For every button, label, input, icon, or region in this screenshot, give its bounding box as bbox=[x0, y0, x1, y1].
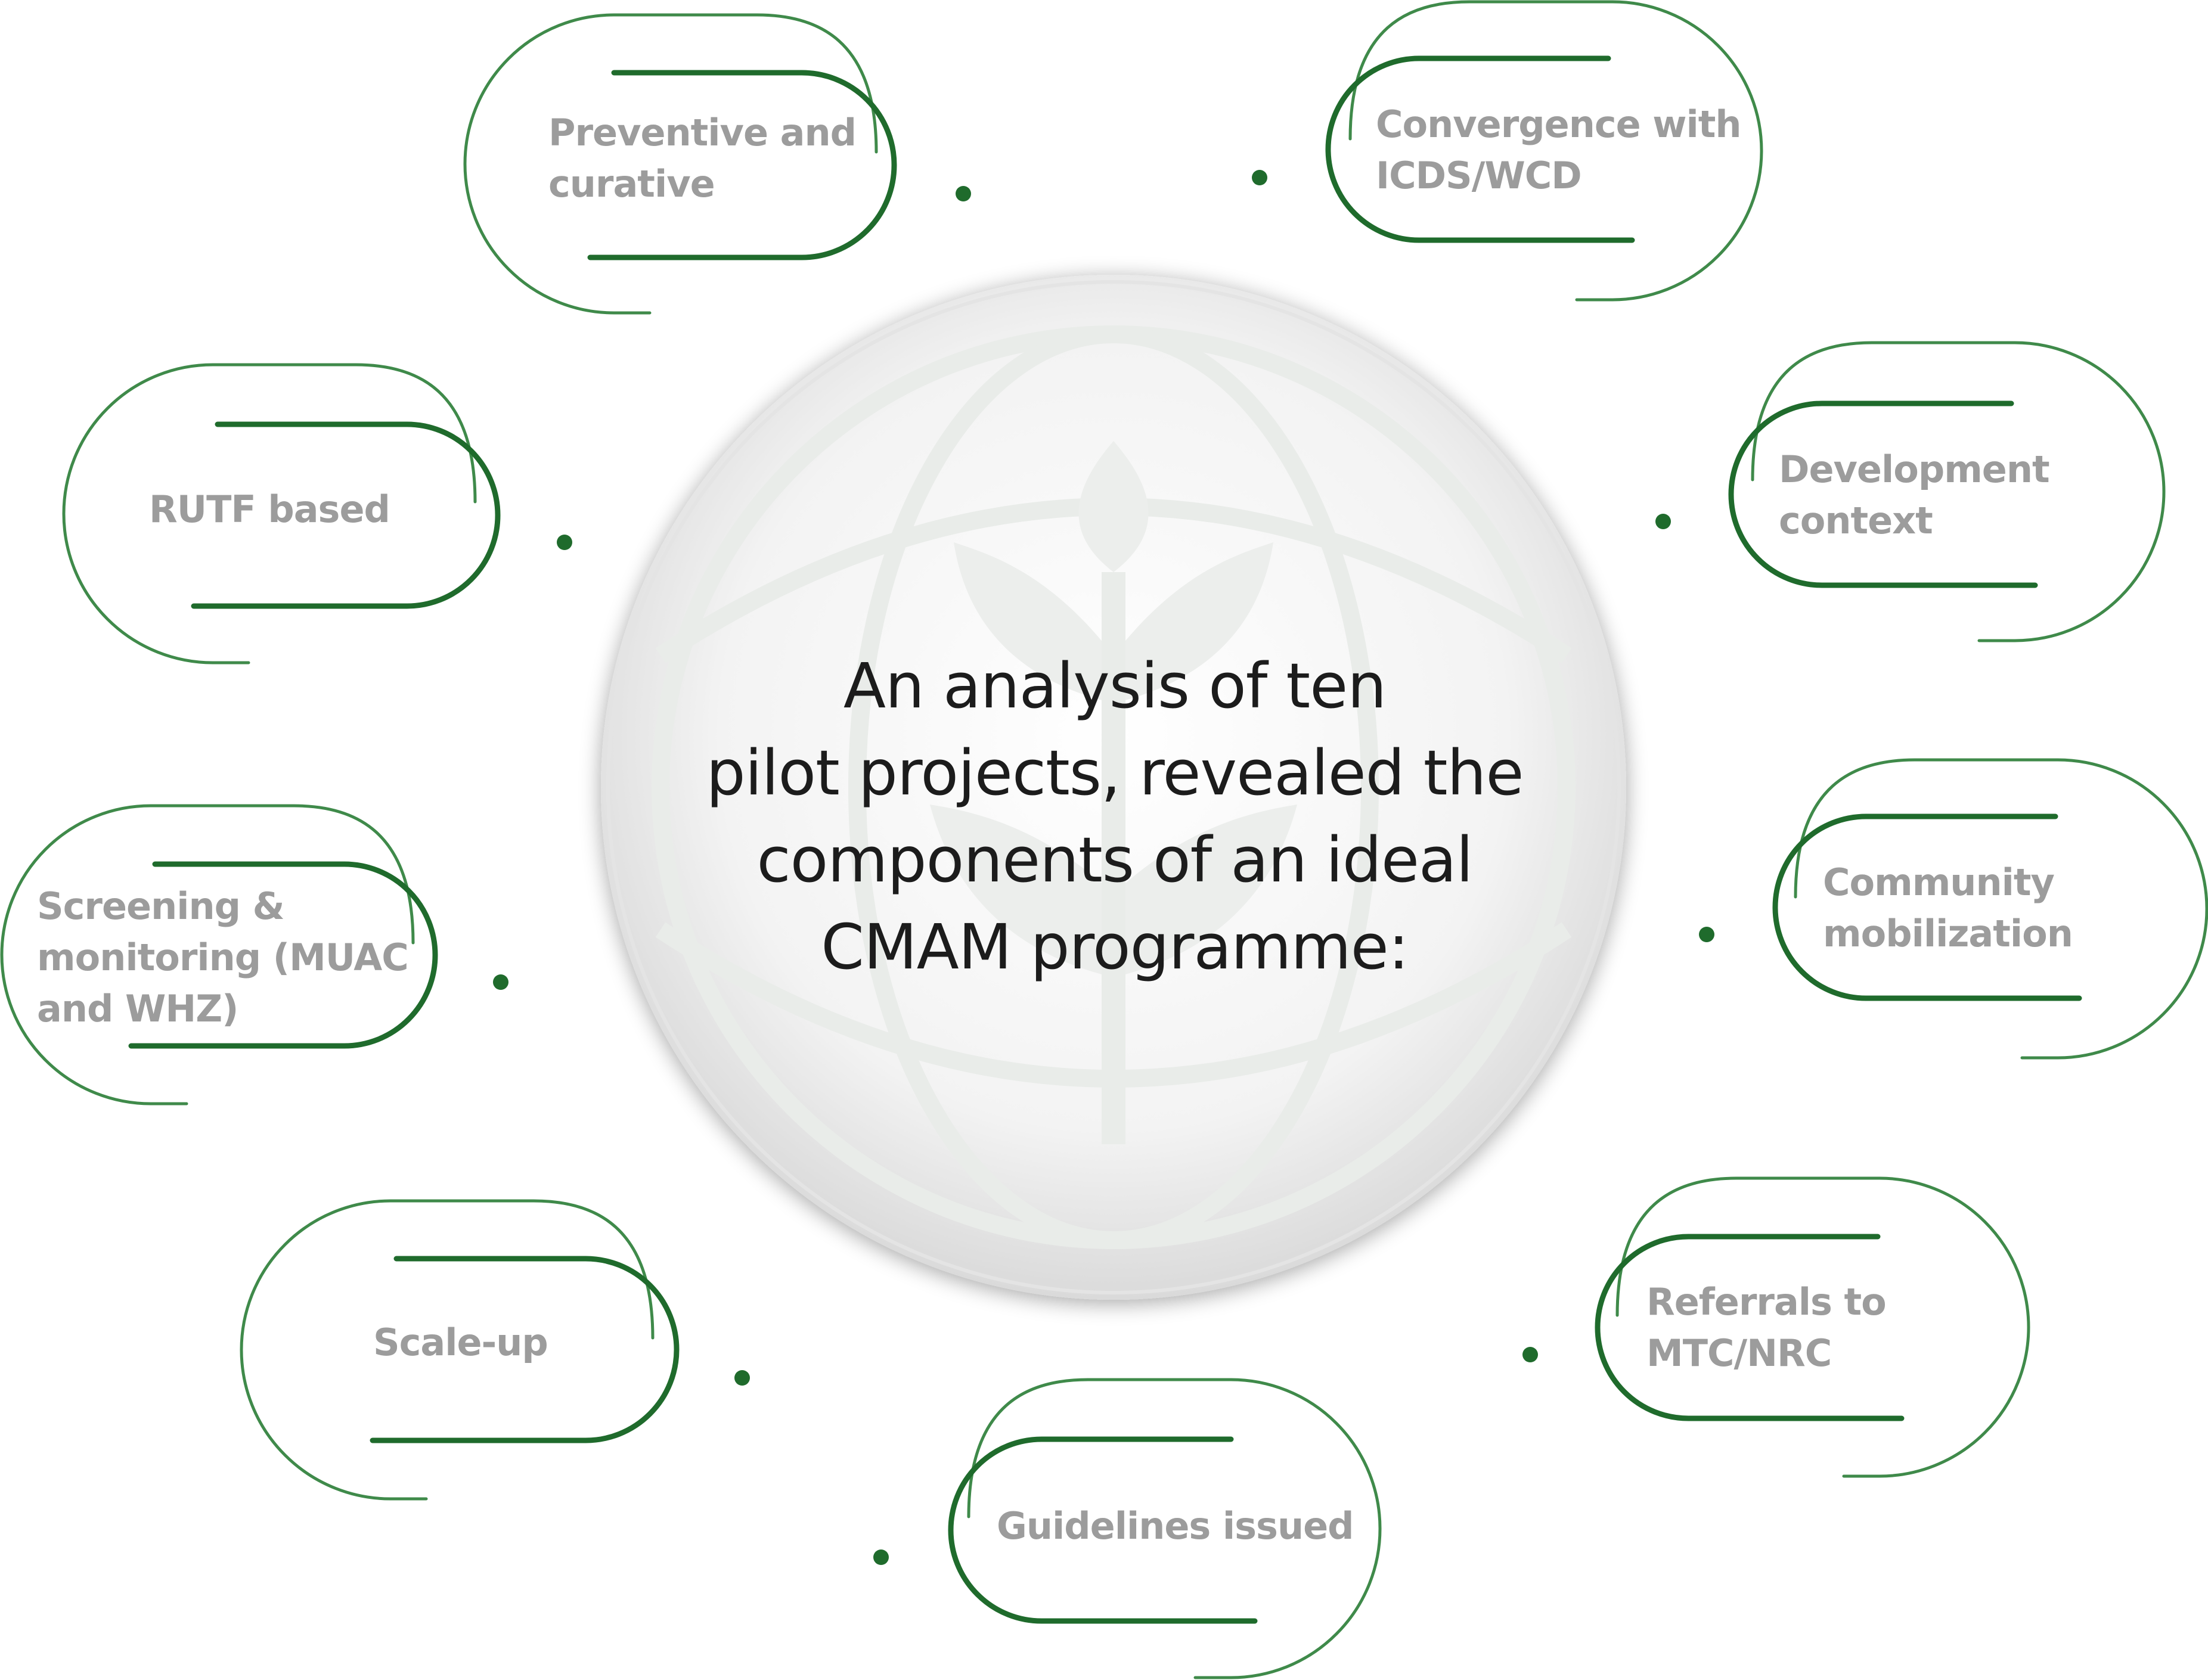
node-label-line: Community bbox=[1823, 861, 2055, 904]
globe-plant-watermark-icon bbox=[652, 325, 1576, 1249]
connector-dot bbox=[873, 1549, 889, 1565]
node-shape-referrals bbox=[1522, 1176, 2030, 1478]
center-heading: An analysis of ten pilot projects, revea… bbox=[632, 626, 1598, 1007]
connector-dot bbox=[1252, 170, 1267, 185]
node-label-rutf: RUTF based bbox=[149, 484, 390, 535]
inner-bracket bbox=[128, 861, 438, 1049]
inner-bracket bbox=[191, 421, 501, 609]
outer-outline bbox=[240, 1199, 655, 1501]
node-label-line: ICDS/WCD bbox=[1376, 154, 1582, 197]
center-heading-line: CMAM programme: bbox=[821, 911, 1409, 983]
node-label-line: monitoring (MUAC bbox=[37, 936, 409, 979]
node-label-community: Community mobilization bbox=[1823, 857, 2073, 959]
node-shape-guidelines bbox=[873, 1378, 1382, 1679]
outer-outline bbox=[1615, 1176, 2030, 1478]
connector-dot bbox=[734, 1370, 750, 1386]
node-label-convergence: Convergence with ICDS/WCD bbox=[1376, 99, 1742, 201]
node-label-preventive: Preventive and curative bbox=[548, 107, 857, 210]
node-label-line: context bbox=[1779, 499, 1933, 542]
connector-dot bbox=[1522, 1347, 1538, 1362]
node-label-line: curative bbox=[548, 162, 715, 206]
inner-bracket bbox=[948, 1436, 1258, 1624]
node-label-scaleup: Scale-up bbox=[373, 1317, 548, 1368]
node-label-line: Guidelines issued bbox=[997, 1504, 1354, 1548]
connector-dot bbox=[956, 186, 971, 201]
inner-bracket bbox=[1728, 400, 2038, 588]
center-heading-line: An analysis of ten bbox=[843, 650, 1387, 722]
inner-bracket bbox=[370, 1256, 680, 1443]
connector-dot bbox=[1699, 927, 1714, 942]
center-heading-line: components of an ideal bbox=[756, 824, 1473, 896]
node-label-line: and WHZ) bbox=[37, 987, 239, 1030]
outer-outline bbox=[1751, 341, 2166, 642]
node-label-line: mobilization bbox=[1823, 912, 2073, 955]
connector-dot bbox=[493, 974, 508, 990]
outer-outline bbox=[967, 1378, 1382, 1679]
outer-outline bbox=[1794, 758, 2208, 1060]
outer-outline bbox=[463, 13, 878, 315]
node-shape-scaleup bbox=[240, 1199, 750, 1501]
node-label-referrals: Referrals to MTC/NRC bbox=[1646, 1277, 1887, 1379]
outer-outline bbox=[0, 804, 415, 1105]
node-label-line: Convergence with bbox=[1376, 103, 1742, 146]
node-label-screening: Screening & monitoring (MUAC and WHZ) bbox=[37, 881, 409, 1035]
connector-dot bbox=[1655, 514, 1671, 529]
node-shape-convergence bbox=[1252, 0, 1763, 302]
node-label-line: Development bbox=[1779, 448, 2050, 491]
node-label-line: MTC/NRC bbox=[1646, 1331, 1832, 1375]
outer-outline bbox=[1348, 0, 1763, 302]
node-label-guidelines: Guidelines issued bbox=[997, 1501, 1354, 1552]
outer-outline bbox=[62, 363, 477, 664]
inner-bracket bbox=[587, 70, 897, 260]
center-heading-line: pilot projects, revealed the bbox=[706, 737, 1524, 809]
connector-dot bbox=[557, 535, 572, 550]
node-label-line: Scale-up bbox=[373, 1321, 548, 1364]
inner-bracket bbox=[1595, 1234, 1905, 1421]
inner-bracket bbox=[1772, 813, 2082, 1001]
node-shape-development bbox=[1655, 341, 2166, 642]
node-label-line: Referrals to bbox=[1646, 1280, 1887, 1324]
node-shape-community bbox=[1699, 758, 2208, 1060]
inner-bracket bbox=[1325, 55, 1635, 243]
node-label-line: Screening & bbox=[37, 884, 285, 928]
node-shape-rutf bbox=[62, 363, 572, 664]
node-shape-screening bbox=[0, 804, 508, 1105]
node-label-line: RUTF based bbox=[149, 487, 390, 531]
node-shape-preventive bbox=[463, 13, 971, 315]
node-label-development: Development context bbox=[1779, 444, 2050, 546]
node-label-line: Preventive and bbox=[548, 111, 857, 154]
